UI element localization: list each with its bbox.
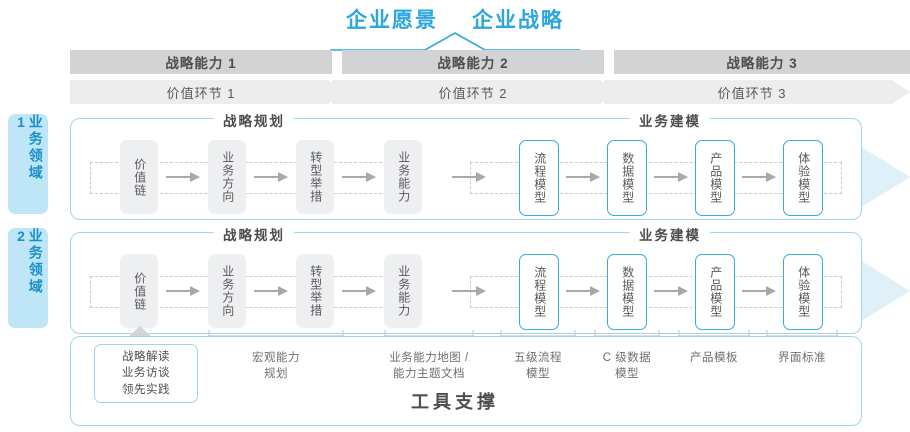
row-1-arrow-5 bbox=[566, 172, 600, 182]
title-strategy: 企业战略 bbox=[472, 9, 564, 32]
row-2-arrow-6 bbox=[654, 286, 688, 296]
value-link-2: 价值环节 2 bbox=[438, 85, 508, 101]
row-2-section-1-line-left bbox=[160, 232, 214, 233]
row-2-node-2[interactable]: 业务方向 bbox=[208, 254, 246, 328]
row-2-arrow-4 bbox=[452, 286, 486, 296]
row-1-section-2-line-left bbox=[576, 118, 630, 119]
row-2-node-1-label: 价值链 bbox=[132, 271, 147, 311]
row-1-section-1-title: 战略规划 bbox=[214, 110, 294, 130]
row-2-node-3[interactable]: 转型举措 bbox=[296, 254, 334, 328]
row-2-node-6-label: 数据模型 bbox=[620, 266, 635, 318]
row-2-node-8[interactable]: 体验模型 bbox=[783, 254, 823, 330]
row-1-section-2-title: 业务建模 bbox=[630, 110, 710, 130]
row-1-node-6[interactable]: 数据模型 bbox=[607, 140, 647, 216]
row-1-section-1-line-right bbox=[290, 118, 344, 119]
row-1-arrow-4 bbox=[452, 172, 486, 182]
row-2-arrow-2 bbox=[254, 286, 288, 296]
tool-label-ui-standard: 界面标准 bbox=[778, 352, 826, 364]
row-1-node-7-label: 产品模型 bbox=[708, 152, 723, 204]
row-1-arrow-1 bbox=[166, 172, 200, 182]
value-link-3: 价值环节 3 bbox=[717, 85, 787, 101]
row-2-section-2-line-left bbox=[576, 232, 630, 233]
row-2-node-2-label: 业务方向 bbox=[220, 265, 235, 317]
row-2-node-5-label: 流程模型 bbox=[532, 266, 547, 318]
row-2-node-7-label: 产品模型 bbox=[708, 266, 723, 318]
row-2-node-4-label: 业务能力 bbox=[396, 265, 411, 317]
row-1-node-8[interactable]: 体验模型 bbox=[783, 140, 823, 216]
row-2-arrow-1 bbox=[166, 286, 200, 296]
row-2-section-2-title: 业务建模 bbox=[630, 224, 710, 244]
row-1-section-1-line-left bbox=[160, 118, 214, 119]
tool-label-data-model: C 级数据模型 bbox=[602, 352, 652, 381]
row-1-node-1-label: 价值链 bbox=[132, 157, 147, 197]
row-2-arrow-7 bbox=[742, 286, 776, 296]
row-2-section-1-line-right bbox=[290, 232, 344, 233]
side-label-domain-1-text: 业务领域 1 bbox=[13, 114, 44, 182]
row-2-node-8-label: 体验模型 bbox=[796, 266, 811, 318]
row-1-node-3-label: 转型举措 bbox=[308, 151, 323, 203]
row-1-arrow-7 bbox=[742, 172, 776, 182]
row-1-node-6-label: 数据模型 bbox=[620, 152, 635, 204]
row-2-node-6[interactable]: 数据模型 bbox=[607, 254, 647, 330]
row-2-section-1-title: 战略规划 bbox=[214, 224, 294, 244]
value-link-1: 价值环节 1 bbox=[166, 85, 236, 101]
row-1-node-2[interactable]: 业务方向 bbox=[208, 140, 246, 214]
row-2-node-5[interactable]: 流程模型 bbox=[519, 254, 559, 330]
row-1-node-1[interactable]: 价值链 bbox=[120, 140, 158, 214]
row-1-node-5[interactable]: 流程模型 bbox=[519, 140, 559, 216]
row-1-node-7[interactable]: 产品模型 bbox=[695, 140, 735, 216]
row-1-node-4-label: 业务能力 bbox=[396, 151, 411, 203]
row-1-arrow-6 bbox=[654, 172, 688, 182]
tool-label-strategy-interpretation[interactable]: 战略解读业务访谈领先实践 bbox=[94, 344, 198, 403]
side-label-domain-1: 业务领域 1 bbox=[8, 114, 48, 214]
capability-band-1: 战略能力 1 bbox=[70, 50, 332, 74]
row-1-node-4[interactable]: 业务能力 bbox=[384, 140, 422, 214]
tool-label-product-template: 产品模板 bbox=[690, 352, 738, 364]
tool-support-container bbox=[70, 336, 862, 426]
row-2-node-3-label: 转型举措 bbox=[308, 265, 323, 317]
tool-label-process-model: 五级流程模型 bbox=[514, 352, 562, 381]
row-1-node-2-label: 业务方向 bbox=[220, 151, 235, 203]
side-label-domain-2: 业务领域 2 bbox=[8, 228, 48, 328]
capability-band-2: 战略能力 2 bbox=[342, 50, 604, 74]
row-2-node-1[interactable]: 价值链 bbox=[120, 254, 158, 328]
capability-band-3: 战略能力 3 bbox=[614, 50, 910, 74]
tool-label-capability-map: 业务能力地图 /能力主题文档 bbox=[389, 352, 469, 381]
row-2-arrow-3 bbox=[342, 286, 376, 296]
row-1-node-3[interactable]: 转型举措 bbox=[296, 140, 334, 214]
row-2-node-4[interactable]: 业务能力 bbox=[384, 254, 422, 328]
title-connector-tent bbox=[330, 32, 580, 51]
row-1-node-8-label: 体验模型 bbox=[796, 152, 811, 204]
value-link-chevrons bbox=[70, 80, 910, 104]
row-1-node-5-label: 流程模型 bbox=[532, 152, 547, 204]
row-2-arrow-5 bbox=[566, 286, 600, 296]
row-1-arrow-3 bbox=[342, 172, 376, 182]
tool-label-macro-capability: 宏观能力规划 bbox=[252, 352, 300, 381]
row-2-section-2-line-right bbox=[706, 232, 760, 233]
row-2-node-7[interactable]: 产品模型 bbox=[695, 254, 735, 330]
diagram-title: 企业愿景 企业战略 bbox=[0, 4, 910, 34]
row-1-section-2-line-right bbox=[706, 118, 760, 119]
row-1-arrow-2 bbox=[254, 172, 288, 182]
title-vision: 企业愿景 bbox=[346, 9, 438, 32]
tool-support-title: 工具支撑 bbox=[411, 392, 499, 412]
side-label-domain-2-text: 业务领域 2 bbox=[13, 228, 44, 296]
